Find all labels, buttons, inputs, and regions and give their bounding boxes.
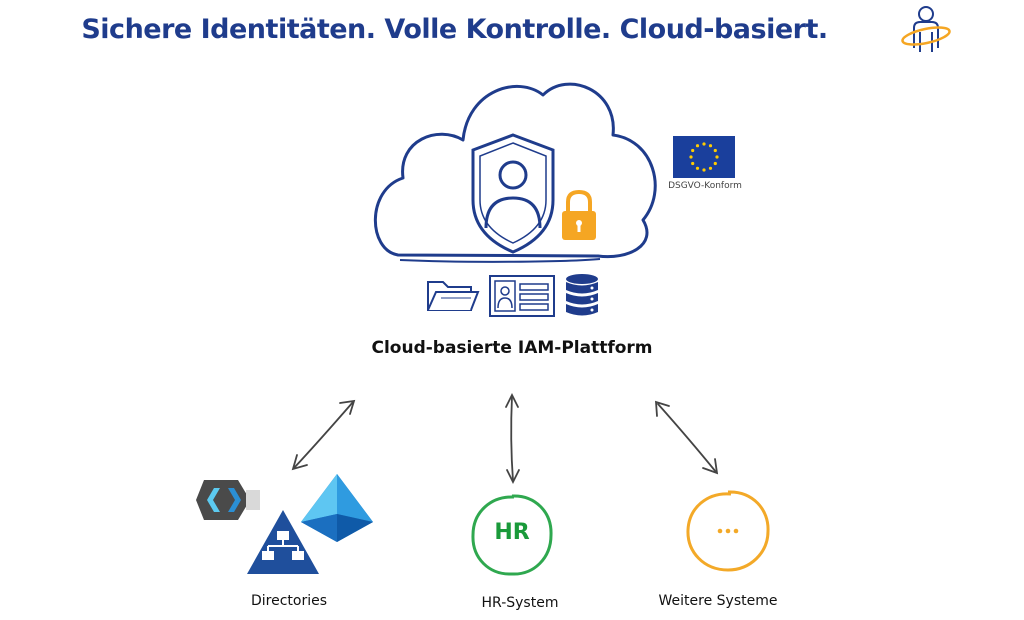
arrow-other-systems: [657, 403, 717, 473]
azure-ad-icon: [301, 474, 373, 542]
eu-flag-icon: [673, 136, 735, 178]
other-systems-badge: [686, 490, 770, 572]
page-title: Sichere Identitäten. Volle Kontrolle. Cl…: [81, 14, 828, 45]
active-directory-icon: [247, 510, 319, 574]
hr-badge-text: HR: [494, 520, 530, 545]
user-orbit-icon: [901, 6, 951, 52]
directories-label: Directories: [250, 593, 328, 609]
dot-icon: [717, 528, 723, 534]
database-icon: [566, 274, 598, 316]
hr-system-label: HR-System: [481, 595, 559, 611]
id-card-icon: [489, 275, 555, 317]
arrow-hr-system: [510, 395, 514, 482]
other-systems-label: Weitere Systeme: [658, 593, 778, 609]
folder-icon: [427, 281, 480, 311]
keycloak-icon: [196, 480, 260, 520]
arrow-directories: [293, 401, 354, 469]
platform-label: Cloud-basierte IAM-Plattform: [371, 338, 653, 358]
cloud-shield-icon: [373, 82, 657, 263]
eu-badge-caption: DSGVO-Konform: [668, 181, 742, 191]
hr-system-badge: [471, 494, 553, 576]
